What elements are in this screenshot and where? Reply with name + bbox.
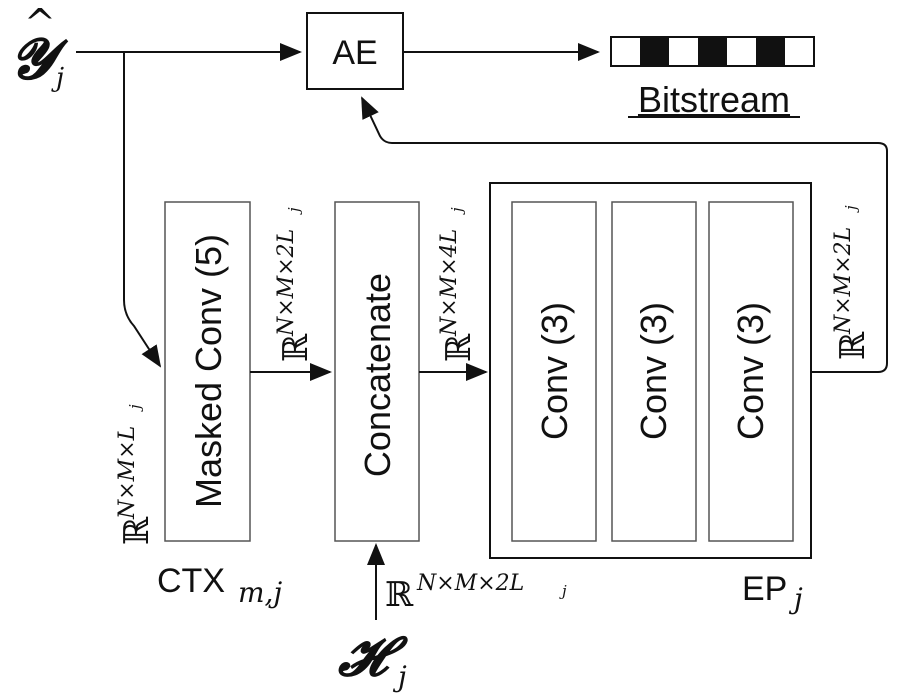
conv-box-1 [511, 201, 597, 542]
ep-sub: j [788, 582, 803, 615]
dim-h-in-exp: N×M×2L [416, 571, 524, 596]
bitstream-graphic [610, 36, 815, 67]
ctx-label-group: CTX m,j [157, 562, 282, 609]
input-y-label: 𝓨 ^ j [10, 1, 69, 93]
dim-ep-out: ℝ N×M×2L j [831, 205, 873, 360]
dim-h-in: ℝ N×M×2L j [385, 571, 567, 615]
ctx-label: CTX [157, 562, 225, 600]
ae-box [306, 12, 404, 90]
bitstream-bit-2 [698, 37, 727, 66]
ctx-sub: m,j [238, 576, 282, 609]
dim-concat-out-sub: j [448, 207, 466, 215]
dim-ctx-out-sub: j [285, 207, 303, 215]
masked-conv-box [164, 201, 251, 542]
masked-conv-label: Masked Conv (5) [188, 234, 229, 508]
ep-label-group: EP j [742, 570, 803, 615]
y-hat: ^ [24, 1, 56, 45]
dim-h-in-real: ℝ [385, 575, 414, 615]
conv-box-3 [708, 201, 794, 542]
dim-in-ctx-real: ℝ [117, 516, 157, 545]
dim-in-ctx-exp: N×M×L [115, 426, 140, 520]
dim-h-in-sub: j [559, 582, 567, 600]
dim-ep-out-sub: j [842, 205, 860, 213]
dim-ctx-out-real: ℝ [276, 333, 316, 362]
dim-in-ctx-sub: j [126, 404, 144, 412]
dim-concat-out-real: ℝ [439, 333, 479, 362]
concatenate-box [334, 201, 420, 542]
dim-ep-out-real: ℝ [833, 331, 873, 360]
bitstream-label: Bitstream [638, 79, 790, 120]
concatenate-label: Concatenate [357, 273, 398, 477]
ae-label: AE [332, 34, 377, 72]
bitstream-bit-3 [756, 37, 785, 66]
dim-concat-out-exp: N×M×4L [437, 229, 462, 337]
dim-in-ctx: ℝ N×M×L j [115, 404, 157, 545]
input-h-label: 𝓗 j [338, 624, 409, 693]
dim-ctx-out-exp: N×M×2L [274, 229, 299, 337]
bitstream-bit-1 [640, 37, 669, 66]
conv-label-3: Conv (3) [730, 302, 771, 440]
dim-ctx-out: ℝ N×M×2L j [274, 207, 316, 362]
conv-label-2: Conv (3) [633, 302, 674, 440]
conv-label-1: Conv (3) [534, 302, 575, 440]
ep-label: EP [742, 570, 787, 608]
dim-ep-out-exp: N×M×2L [831, 227, 856, 335]
conv-box-2 [611, 201, 697, 542]
dim-concat-out: ℝ N×M×4L j [437, 207, 479, 362]
h-sub: j [392, 660, 407, 693]
arrow-ep-to-ae [361, 96, 888, 373]
arrow-y-to-masked-conv [123, 52, 162, 368]
